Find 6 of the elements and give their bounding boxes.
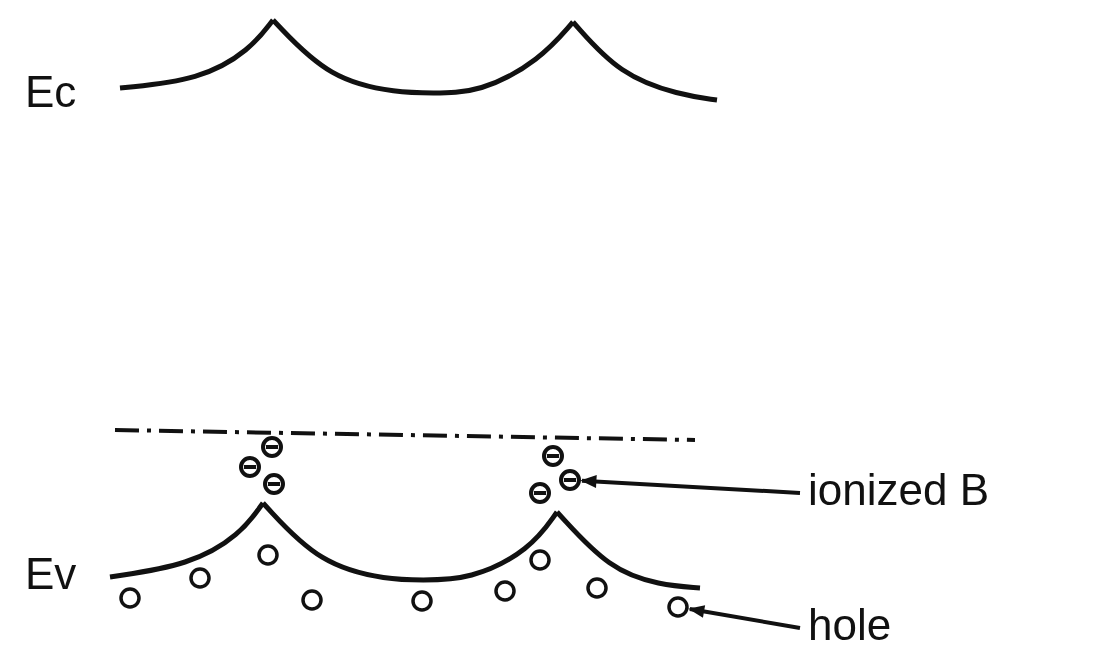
band-label: Ec	[25, 70, 77, 114]
leader-line	[580, 475, 801, 495]
band-label: Ev	[25, 552, 77, 596]
leader-line	[688, 605, 801, 630]
annotation-label: hole	[808, 603, 892, 647]
annotation-label: ionized B	[808, 468, 989, 512]
